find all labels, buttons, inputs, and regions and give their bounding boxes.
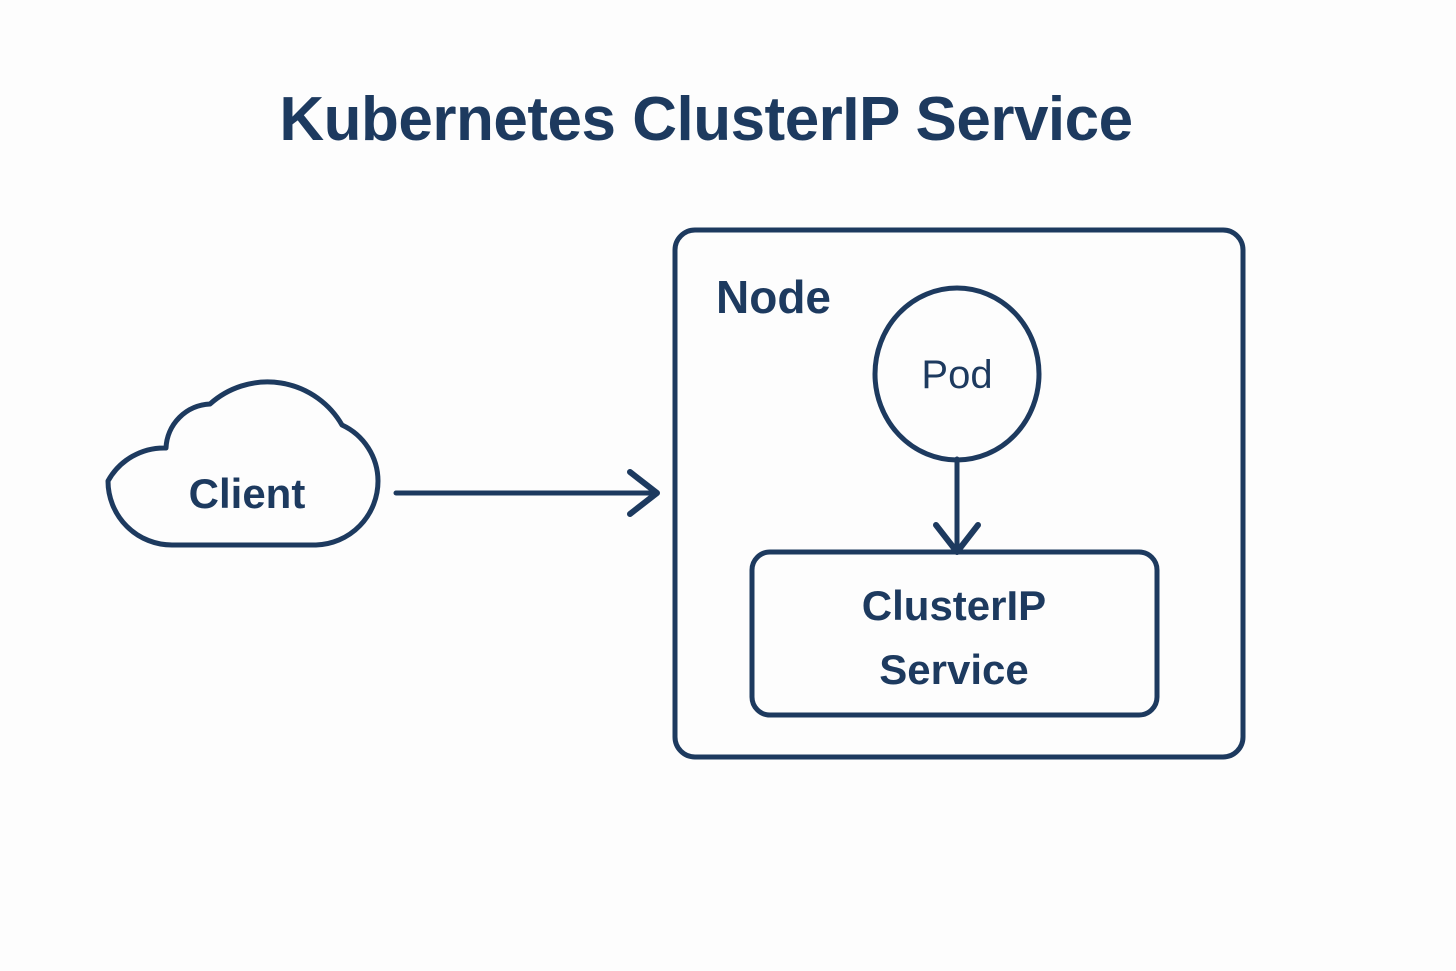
client-node[interactable]: Client [105, 379, 381, 548]
node-box [672, 227, 1246, 760]
page-title: Kubernetes ClusterIP Service [279, 85, 1132, 154]
cloud-icon [105, 379, 381, 548]
client-label: Client [189, 470, 306, 517]
clusterip-service-box [749, 549, 1160, 718]
pod-node[interactable]: Pod [872, 285, 1042, 463]
node-container[interactable]: Node [672, 227, 1246, 760]
arrow-head-chevron [627, 469, 660, 517]
clusterip-service-label-line1: ClusterIP [862, 582, 1046, 629]
node-label: Node [716, 271, 831, 323]
clusterip-service-node[interactable]: ClusterIP Service [749, 549, 1160, 718]
client-to-node-arrow [393, 469, 660, 517]
clusterip-service-label-line2: Service [879, 646, 1028, 693]
pod-label: Pod [921, 353, 992, 397]
pod-to-service-arrow [933, 456, 981, 555]
